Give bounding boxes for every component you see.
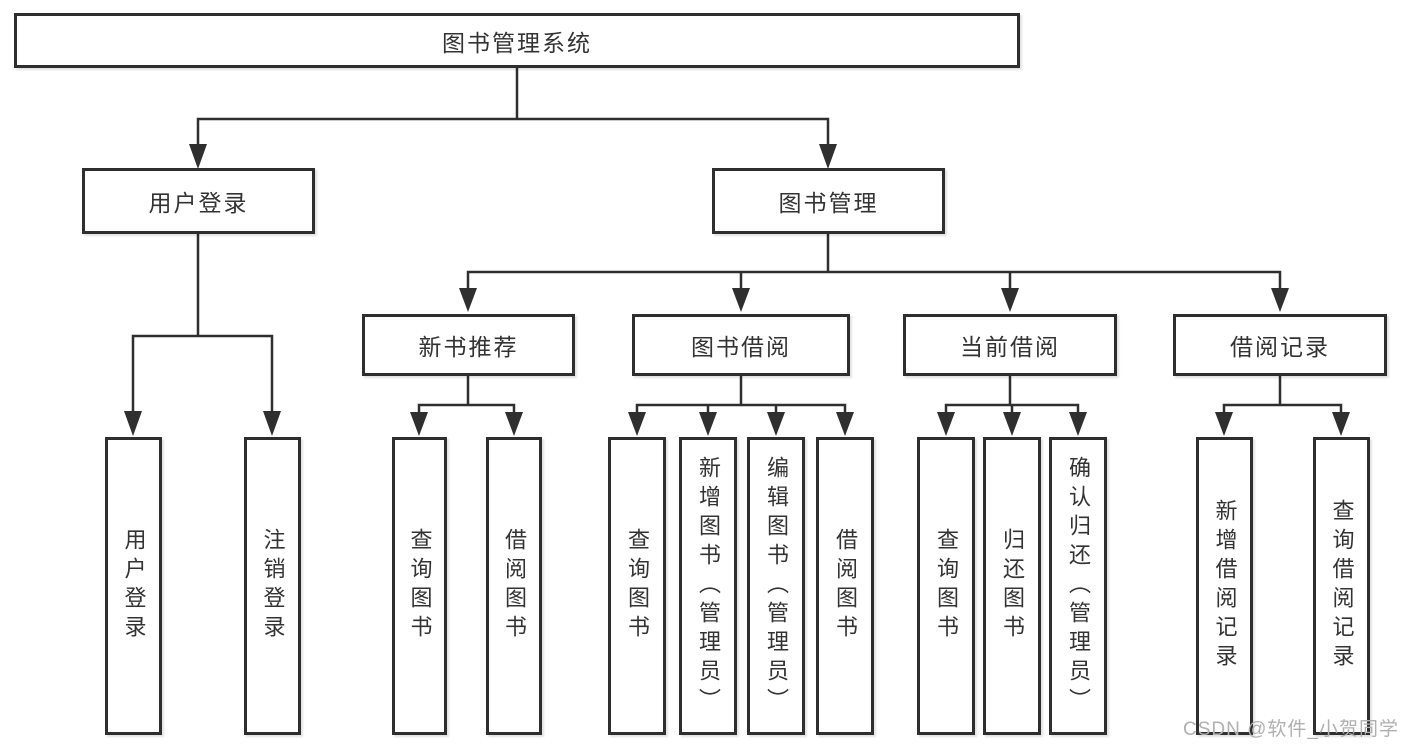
leaf-borrow-edit-book-admin-label: 编辑图书（管理员） [764,455,789,717]
node-user-login-label: 用户登录 [148,190,249,216]
leaf-record-query-borrow-record-label: 查询借阅记录 [1329,499,1355,673]
node-current-borrow-label: 当前借阅 [960,334,1060,360]
leaf-current-return-book-label: 归还图书 [1000,528,1025,644]
node-borrow-record-label: 借阅记录 [1230,334,1330,360]
leaf-user-login: 用户登录 [105,437,162,735]
node-root-library-system: 图书管理系统 [14,13,1020,68]
leaf-logout: 注销登录 [244,437,301,735]
csdn-watermark: CSDN @软件_小贺同学 [1183,719,1399,740]
leaf-current-query-book-label: 查询图书 [934,528,959,644]
node-book-borrow: 图书借阅 [632,314,850,376]
node-root-label: 图书管理系统 [442,29,592,56]
leaf-borrow-add-book-admin-label: 新增图书（管理员） [696,455,721,717]
node-new-book-recommend: 新书推荐 [362,314,575,376]
node-user-login: 用户登录 [82,168,315,234]
leaf-logout-label: 注销登录 [260,528,286,644]
leaf-recommend-query-book-label: 查询图书 [407,528,433,644]
leaf-user-login-label: 用户登录 [121,528,147,644]
node-current-borrow: 当前借阅 [903,314,1117,376]
node-borrow-record: 借阅记录 [1173,314,1387,376]
node-book-management-label: 图书管理 [778,190,879,216]
leaf-borrow-query-book: 查询图书 [608,437,666,735]
node-book-borrow-label: 图书借阅 [691,334,791,360]
leaf-current-confirm-return-admin-label: 确认归还（管理员） [1066,455,1091,717]
leaf-record-add-borrow-record: 新增借阅记录 [1196,437,1253,735]
leaf-current-query-book: 查询图书 [917,437,975,735]
node-book-management: 图书管理 [712,168,945,234]
leaf-recommend-query-book: 查询图书 [392,437,447,735]
leaf-borrow-borrow-book-label: 借阅图书 [833,528,858,644]
leaf-borrow-edit-book-admin: 编辑图书（管理员） [747,437,805,735]
leaf-current-confirm-return-admin: 确认归还（管理员） [1049,437,1107,735]
leaf-borrow-add-book-admin: 新增图书（管理员） [679,437,737,735]
leaf-borrow-query-book-label: 查询图书 [625,528,650,644]
leaf-record-add-borrow-record-label: 新增借阅记录 [1212,499,1238,673]
leaf-record-query-borrow-record: 查询借阅记录 [1313,437,1370,735]
node-new-book-recommend-label: 新书推荐 [418,334,519,360]
leaf-recommend-borrow-book-label: 借阅图书 [502,528,527,644]
leaf-borrow-borrow-book: 借阅图书 [816,437,874,735]
leaf-current-return-book: 归还图书 [983,437,1041,735]
leaf-recommend-borrow-book: 借阅图书 [486,437,542,735]
